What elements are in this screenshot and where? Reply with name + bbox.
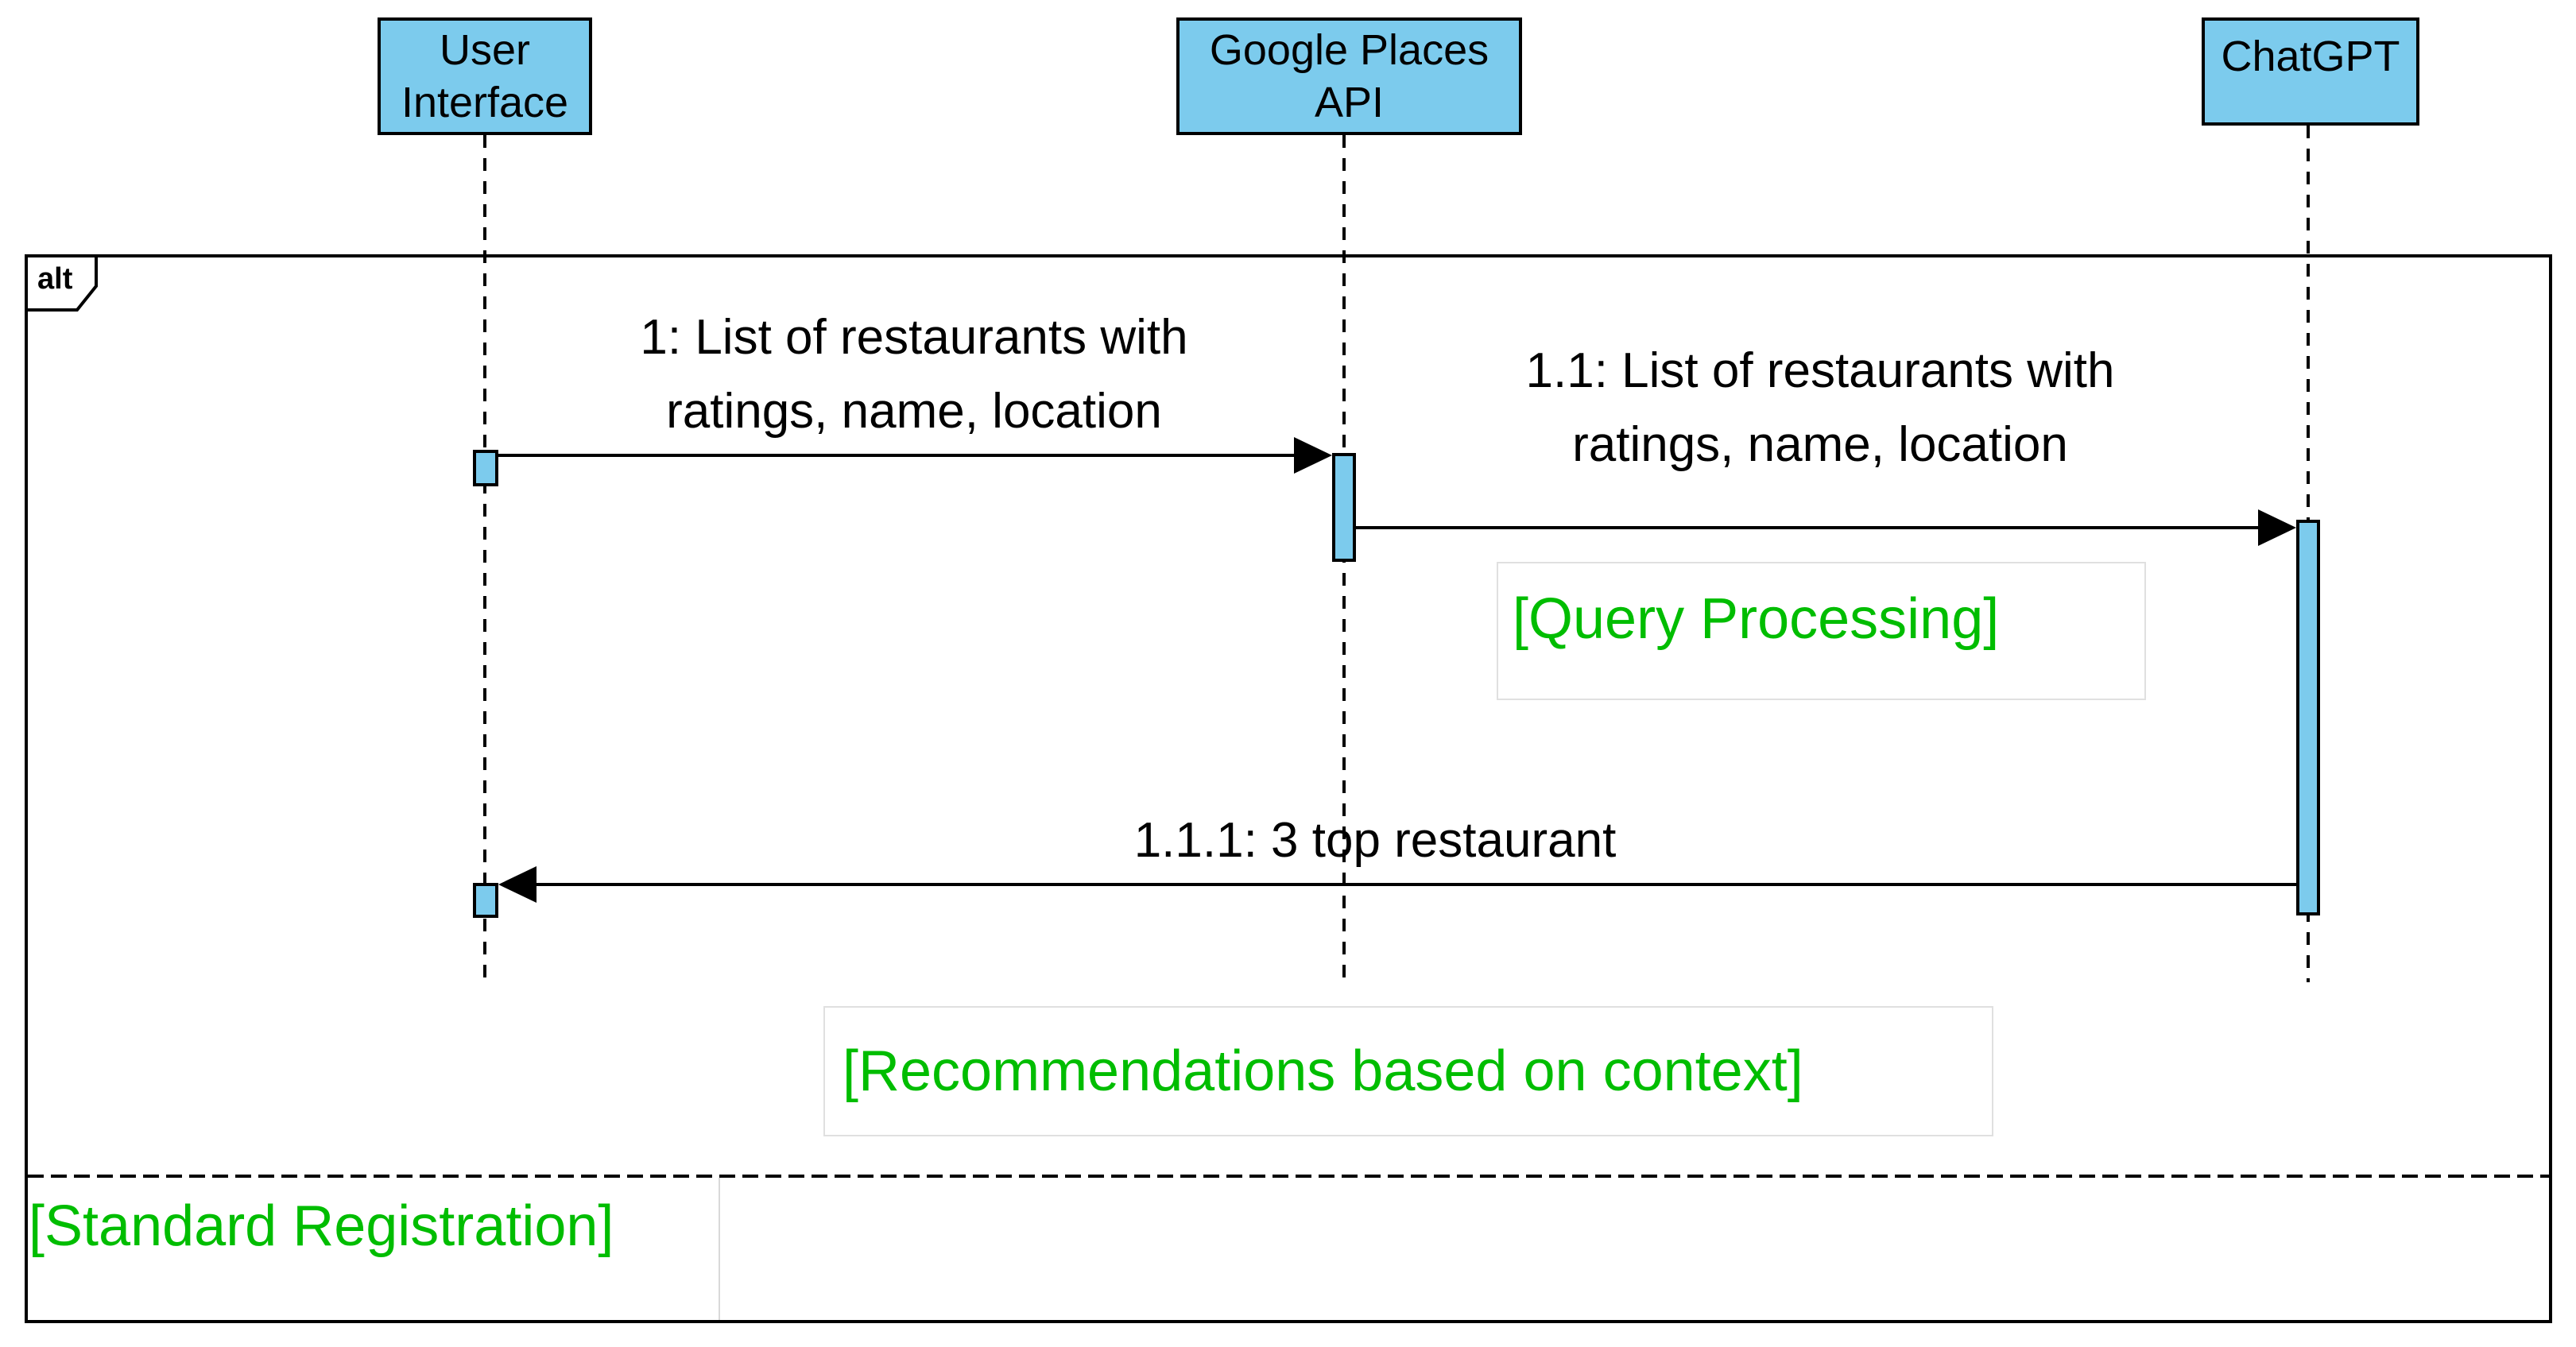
query-processing-note-text: [Query Processing]	[1513, 587, 2000, 651]
message-1-1-1-label-line1: 1.1.1: 3 top restaurant	[1133, 813, 1617, 868]
actor-user-interface: User Interface	[378, 17, 592, 135]
message-1-label-line2: ratings, name, location	[666, 384, 1162, 439]
message-1-1-arrowhead-icon	[2258, 509, 2296, 546]
actor-user-interface-label-line1: User	[439, 26, 530, 74]
message-1-arrowhead-icon	[1294, 437, 1332, 474]
message-1-label: 1: List of restaurants with ratings, nam…	[556, 300, 1272, 448]
guard-cell-border	[719, 1178, 720, 1320]
actor-google-places-api-label-line1: Google Places	[1209, 26, 1489, 74]
message-1-1-1-label: 1.1.1: 3 top restaurant	[1017, 812, 1733, 869]
activation-chatgpt	[2296, 520, 2320, 915]
alt-operand-divider	[28, 1175, 2549, 1178]
actor-chatgpt-label: ChatGPT	[2221, 33, 2400, 80]
lifeline-user-interface	[483, 135, 486, 982]
query-processing-note: [Query Processing]	[1497, 562, 2146, 700]
actor-user-interface-label-line2: Interface	[401, 79, 569, 126]
message-1-1-line	[1356, 526, 2258, 529]
standard-registration-guard: [Standard Registration]	[29, 1194, 614, 1258]
message-1-1-label: 1.1: List of restaurants with ratings, n…	[1462, 334, 2178, 482]
message-1-1-1-arrowhead-icon	[498, 866, 537, 903]
message-1-line	[498, 454, 1294, 457]
message-1-1-label-line2: ratings, name, location	[1572, 417, 2068, 472]
recommendations-note-text: [Recommendations based on context]	[843, 1039, 1803, 1103]
alt-fragment-frame	[25, 254, 2552, 1323]
actor-chatgpt: ChatGPT	[2202, 17, 2419, 126]
actor-google-places-api-label-line2: API	[1314, 79, 1385, 126]
activation-google-places-api	[1332, 453, 1356, 562]
activation-user-interface-2	[473, 883, 498, 918]
alt-operator-label: alt	[37, 262, 73, 296]
alt-operator-pentagon	[25, 254, 98, 312]
message-1-label-line1: 1: List of restaurants with	[640, 310, 1188, 365]
activation-user-interface-1	[473, 450, 498, 486]
actor-google-places-api: Google Places API	[1176, 17, 1522, 135]
message-1-1-1-line	[537, 883, 2296, 886]
recommendations-note: [Recommendations based on context]	[823, 1006, 1993, 1136]
message-1-1-label-line1: 1.1: List of restaurants with	[1525, 343, 2115, 398]
